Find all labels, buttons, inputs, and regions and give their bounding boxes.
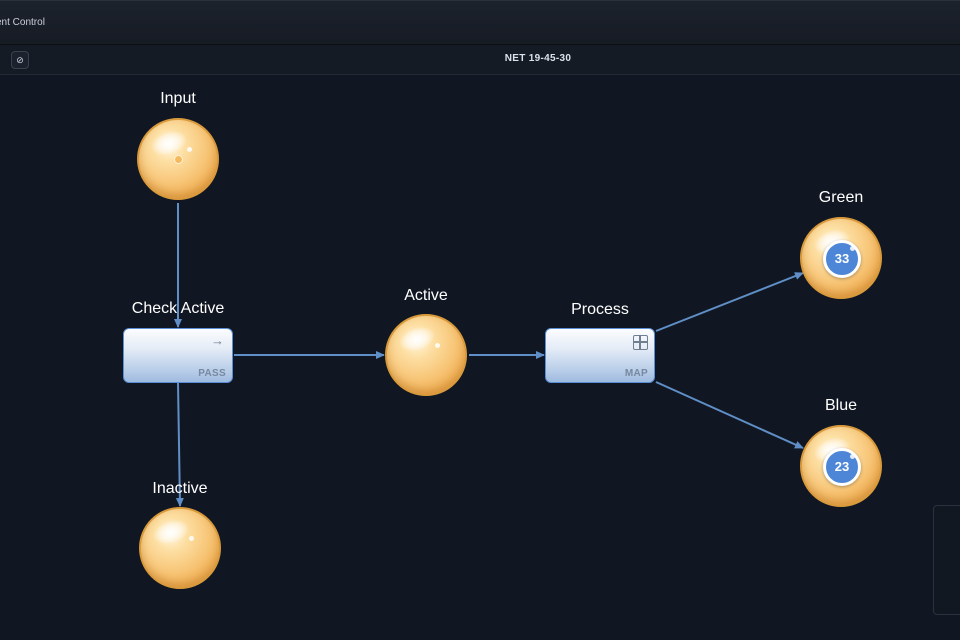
- gear-icon[interactable]: ⊘: [11, 51, 29, 69]
- edge-layer: [174, 203, 804, 507]
- edge-check-active-to-inactive[interactable]: [175, 382, 184, 507]
- place-input[interactable]: [137, 118, 219, 200]
- place-inactive[interactable]: [139, 507, 221, 589]
- edge-process-to-green[interactable]: [655, 272, 804, 332]
- transition-process[interactable]: MAP: [545, 328, 655, 383]
- place-green[interactable]: 33: [800, 217, 882, 299]
- token-count-badge: 23: [823, 448, 861, 486]
- place-active[interactable]: [385, 314, 467, 396]
- title-bar: ent Control: [0, 0, 960, 45]
- node-label-check-active: Check Active: [131, 300, 225, 317]
- node-label-inactive: Inactive: [152, 480, 208, 497]
- network-name: NET 19-45-30: [504, 53, 572, 64]
- node-label-green: Green: [818, 189, 864, 206]
- diagram-canvas[interactable]: Input Check Active → PASS Active Process…: [0, 75, 960, 640]
- transition-check-active[interactable]: → PASS: [123, 328, 233, 383]
- edge-process-to-blue[interactable]: [655, 381, 804, 449]
- place-blue[interactable]: 23: [800, 425, 882, 507]
- arrow-right-icon: →: [211, 333, 224, 348]
- toolbar: ⊘ NET 19-45-30: [0, 45, 960, 75]
- transition-tag: PASS: [198, 368, 226, 379]
- side-panel[interactable]: [933, 505, 960, 615]
- grid-icon: [633, 335, 648, 350]
- node-label-process: Process: [571, 301, 629, 318]
- window-title: ent Control: [0, 17, 45, 28]
- node-label-active: Active: [404, 287, 448, 304]
- node-label-blue: Blue: [824, 397, 858, 414]
- transition-tag: MAP: [624, 368, 648, 379]
- node-label-input: Input: [160, 90, 196, 107]
- token-count-badge: 33: [823, 240, 861, 278]
- token-dot: [174, 155, 183, 164]
